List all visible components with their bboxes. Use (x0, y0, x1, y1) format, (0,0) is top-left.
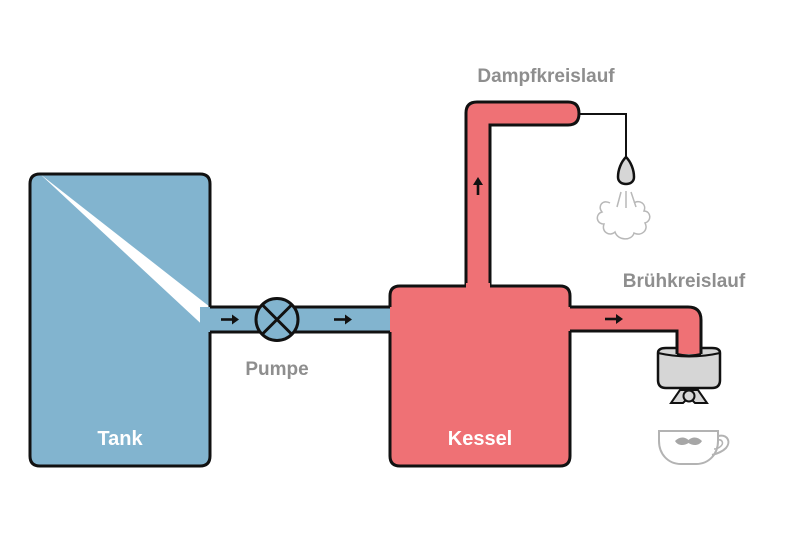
brew-circuit-label: Brühkreislauf (623, 271, 746, 292)
pump-valve-icon (254, 297, 300, 342)
flow-arrow-boiler-to-steam (473, 177, 483, 195)
tank (30, 174, 210, 466)
steam-pipe-outline (464, 100, 581, 287)
brew-group-icon (656, 340, 722, 404)
steam-wand-icon (616, 155, 636, 186)
coffee-cup-icon (658, 430, 730, 465)
flow-arrow-pump-to-boiler (334, 314, 352, 325)
boiler (390, 283, 570, 466)
steam-pipe (466, 102, 579, 290)
mustache-icon (675, 437, 702, 446)
flow-arrow-boiler-to-brew (605, 314, 623, 324)
steam-jets (616, 191, 637, 208)
boiler-outline (388, 284, 572, 468)
tank-outline (28, 172, 212, 468)
boiler-label: Kessel (448, 428, 513, 450)
steam-cloud-icon (596, 200, 651, 240)
pump-label: Pumpe (245, 359, 308, 380)
steam-circuit-label: Dampfkreislauf (477, 66, 615, 87)
tank-label: Tank (97, 428, 143, 450)
steam-hose (579, 113, 627, 158)
flow-arrow-tank-to-pump (221, 314, 239, 325)
